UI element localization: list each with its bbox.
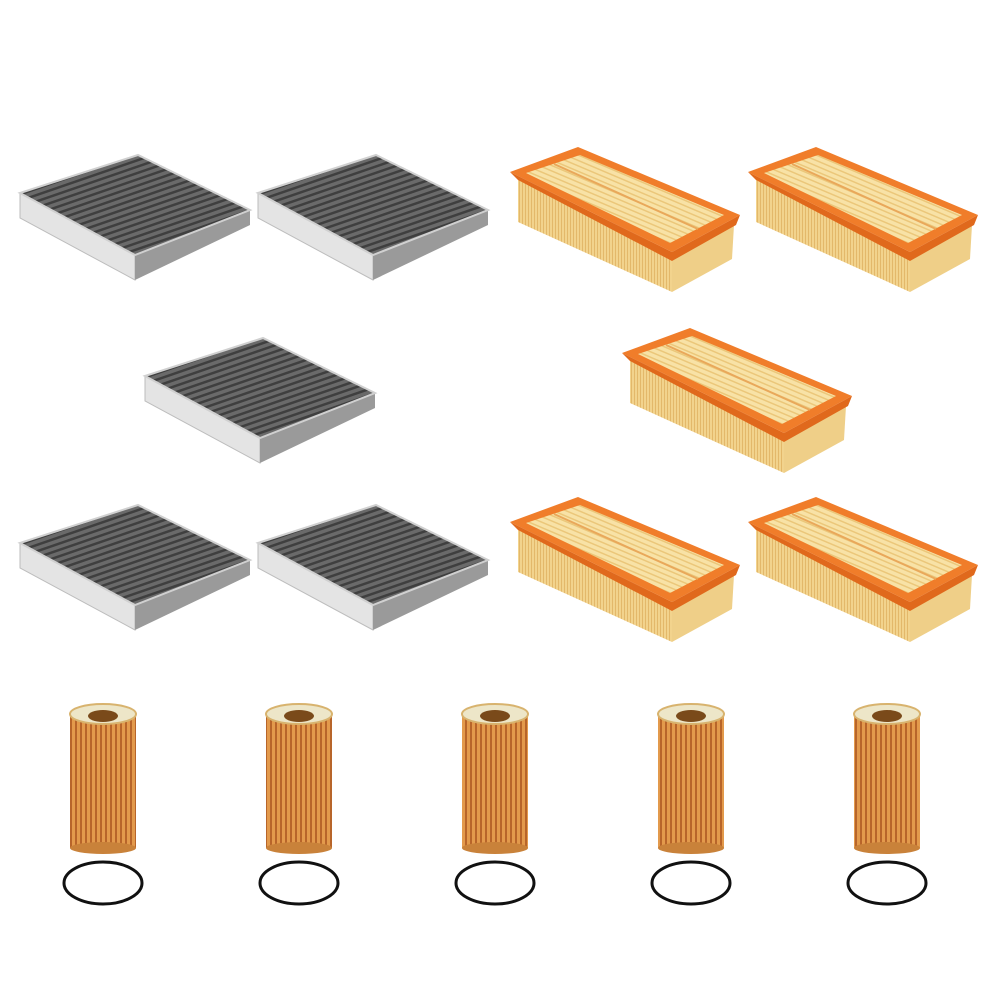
cabin-air-filter [142,336,378,464]
cabin-air-filter [17,153,253,281]
o-ring [258,860,340,906]
oil-filter [657,703,725,854]
oil-filter-with-o-ring [650,703,732,906]
oil-filter [69,703,137,854]
engine-air-filter [748,497,978,642]
oil-filter-with-o-ring [454,703,536,906]
cabin-air-filter [255,503,491,631]
oil-filters [62,703,928,906]
cabin-air-filter [255,153,491,281]
oil-filter [853,703,921,854]
o-ring [62,860,144,906]
engine-air-filter [622,328,852,473]
o-ring [454,860,536,906]
engine-air-filter [510,497,740,642]
cabin-air-filter [17,503,253,631]
engine-air-filter [748,147,978,292]
oil-filter-with-o-ring [258,703,340,906]
o-ring [650,860,732,906]
o-ring [846,860,928,906]
cabin-filters [17,153,491,631]
engine-air-filters [510,147,978,642]
engine-air-filter [510,147,740,292]
oil-filter-with-o-ring [62,703,144,906]
oil-filter [265,703,333,854]
oil-filter-with-o-ring [846,703,928,906]
oil-filter [461,703,529,854]
